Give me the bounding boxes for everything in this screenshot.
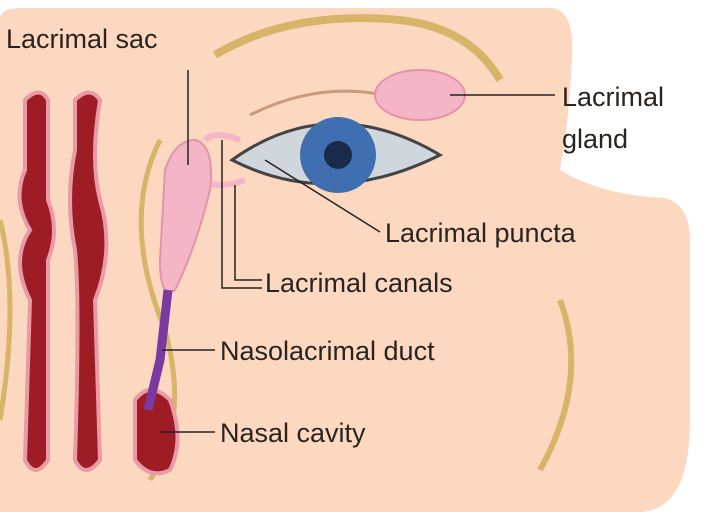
label-lacrimal-sac: Lacrimal sac (6, 24, 158, 54)
pupil (324, 141, 352, 169)
label-nasolacrimal-duct: Nasolacrimal duct (220, 336, 435, 366)
nasolacrimal-duct-art (143, 289, 173, 412)
left-contour (0, 219, 13, 421)
nasal-septum (17, 90, 180, 476)
brow-contour (212, 14, 504, 83)
label-lacrimal-puncta: Lacrimal puncta (385, 218, 576, 248)
label-lacrimal-canals: Lacrimal canals (265, 268, 453, 298)
leader-lines (160, 70, 555, 433)
label-lacrimal-gland-line1: Lacrimal (562, 82, 665, 112)
label-lacrimal-gland-line2: gland (562, 124, 629, 154)
cheek-contour (537, 298, 575, 472)
label-nasal-cavity: Nasal cavity (220, 418, 366, 448)
